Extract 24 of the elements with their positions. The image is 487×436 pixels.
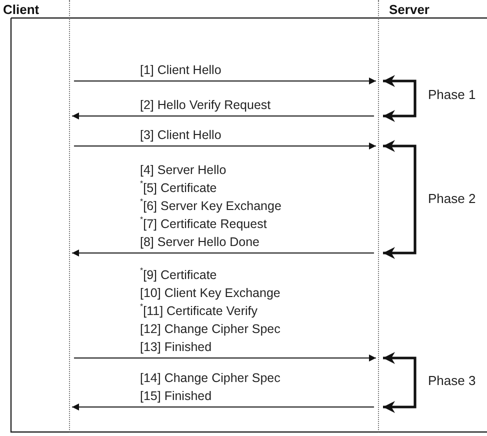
message-label: [1] Client Hello [140, 62, 222, 79]
bracket-arrow [383, 200, 416, 259]
message-arrow [74, 142, 376, 150]
bracket-arrow [383, 352, 416, 382]
message-arrow [74, 78, 376, 84]
phase-label: Phase 3 [428, 373, 476, 388]
bracket-arrow [383, 96, 416, 122]
participant-label: Client [3, 2, 40, 17]
message-label: [2] Hello Verify Request [140, 97, 271, 114]
message-label: [3] Client Hello [140, 127, 222, 144]
message-arrow [72, 112, 374, 120]
bracket-arrow [383, 75, 416, 96]
message-label: [4] Server Hello $^{*}$[5] Certificate $^{*}$[6] Server Key Exchange $^{*}$[7] Certificate Request [8] Server Hello Done [140, 162, 282, 251]
phase-label: Phase 2 [428, 191, 476, 206]
message-label: [14] Change Cipher Spec [15] Finished [140, 370, 280, 405]
message-label: $^{*}$[9] Certificate [10] Client Key Exchange $^{*}$[11] Certificate Verify [12] Change Cipher Spec [13] Finished [140, 266, 280, 356]
message-arrow [72, 250, 374, 256]
message-arrow [72, 404, 374, 410]
phase-label: Phase 1 [428, 87, 476, 102]
participant-label: Server [389, 2, 430, 17]
message-arrow [74, 354, 376, 362]
bracket-arrow [383, 140, 416, 200]
lifeline [3, 0, 70, 432]
bracket-arrow [383, 382, 416, 413]
